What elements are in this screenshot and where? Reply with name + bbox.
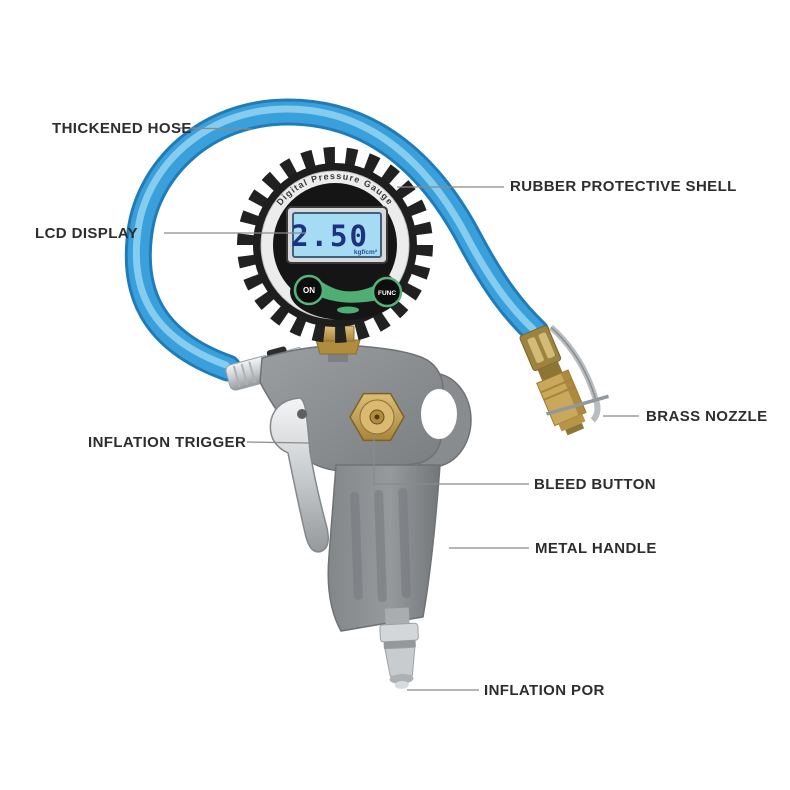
metal-handle (327, 464, 441, 632)
leader-bleed-button (373, 434, 529, 485)
lcd-value: 2.50 (291, 219, 369, 253)
inflation-trigger (269, 397, 329, 553)
on-button-label: ON (303, 286, 315, 295)
brass-nozzle (519, 325, 610, 436)
rubber-protective-shell (237, 147, 433, 343)
leader-lines (164, 127, 639, 691)
leader-thickened-hose (175, 127, 253, 130)
label-inflation-trigger: INFLATION TRIGGER (88, 434, 247, 451)
on-button (293, 274, 325, 306)
label-bleed-button: BLEED BUTTON (534, 476, 657, 493)
gauge-buttons: ON FUNC (293, 274, 403, 314)
pressure-gauge: Digital Pressure Gauge 2.50 kgf/cm² ON F… (237, 147, 433, 343)
lcd-display: 2.50 kgf/cm² (286, 206, 388, 264)
func-button-label: FUNC (378, 290, 396, 297)
label-brass-nozzle: BRASS NOZZLE (646, 408, 768, 425)
thickened-hose (124, 98, 550, 382)
label-inflation-port: INFLATION POR (484, 682, 605, 699)
bleed-button (349, 392, 405, 442)
leader-inflation-trigger (246, 441, 310, 444)
gauge-slot (337, 306, 359, 314)
lcd-unit: kgf/cm² (354, 249, 378, 256)
inflation-port (379, 607, 419, 689)
hanging-ring-hole (421, 389, 457, 439)
label-thickened-hose: THICKENED HOSE (52, 120, 192, 137)
func-button (371, 276, 403, 308)
label-rubber-protective-shell: RUBBER PROTECTIVE SHELL (510, 178, 737, 195)
label-lcd-display: LCD DISPLAY (35, 225, 139, 242)
label-metal-handle: METAL HANDLE (535, 540, 657, 557)
trigger-pivot-screw (297, 409, 307, 419)
